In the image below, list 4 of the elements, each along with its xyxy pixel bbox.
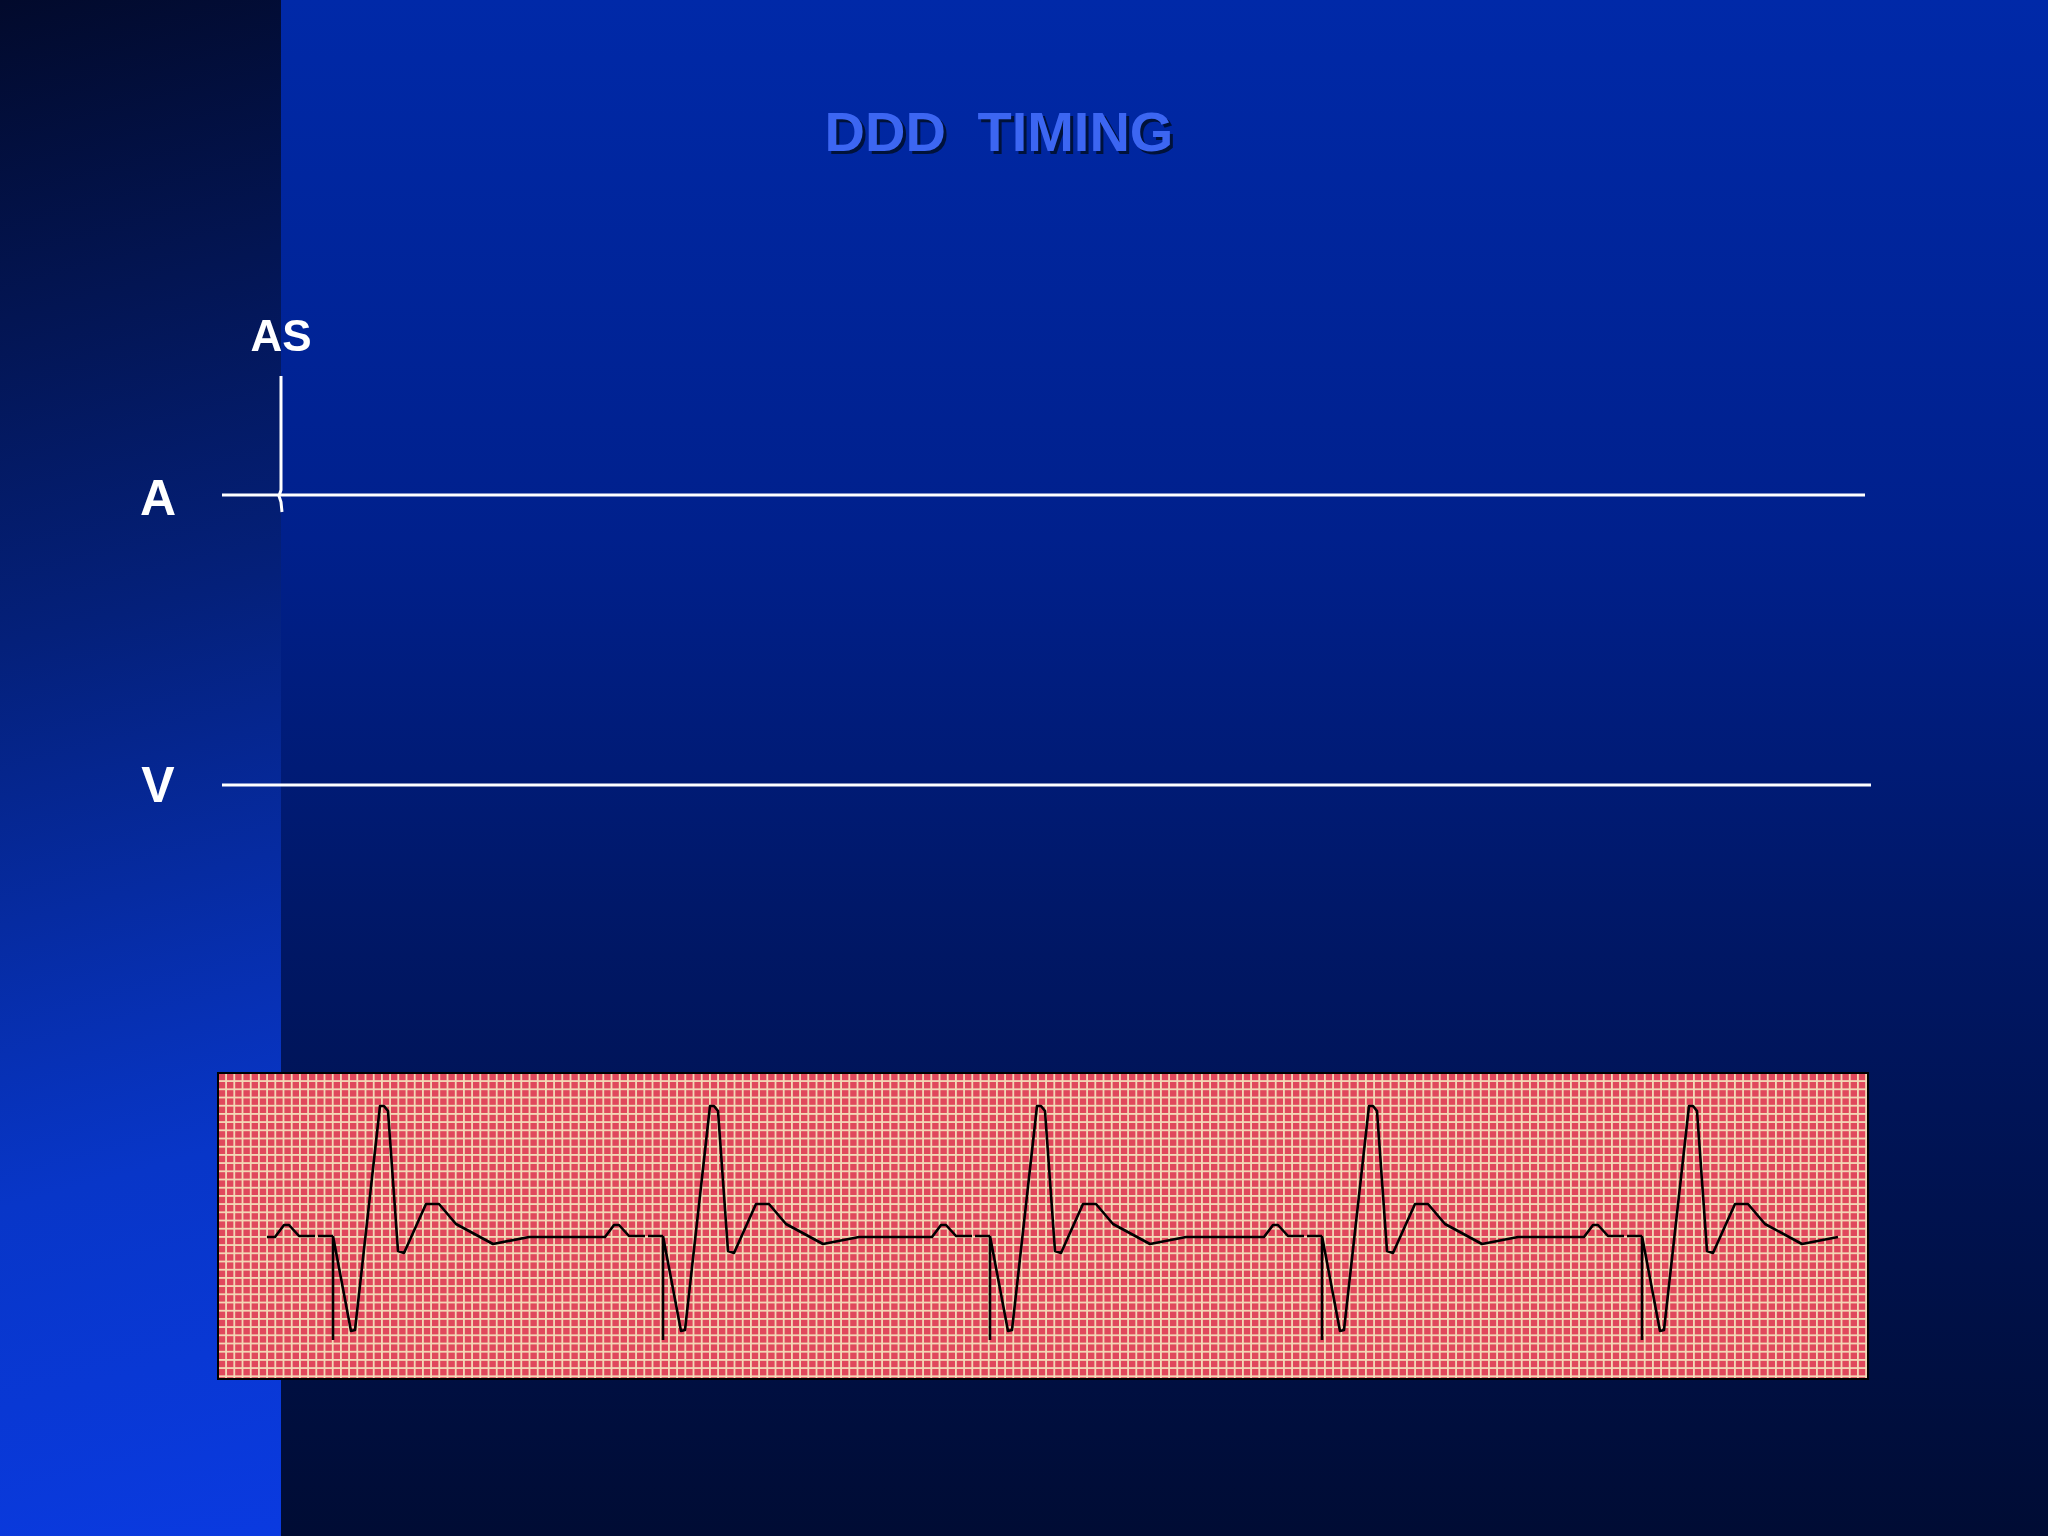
event-label: AS: [250, 311, 312, 361]
title: DDD TIMING: [824, 98, 1174, 164]
channel-label: A: [139, 469, 177, 527]
channel-label: V: [141, 756, 175, 814]
